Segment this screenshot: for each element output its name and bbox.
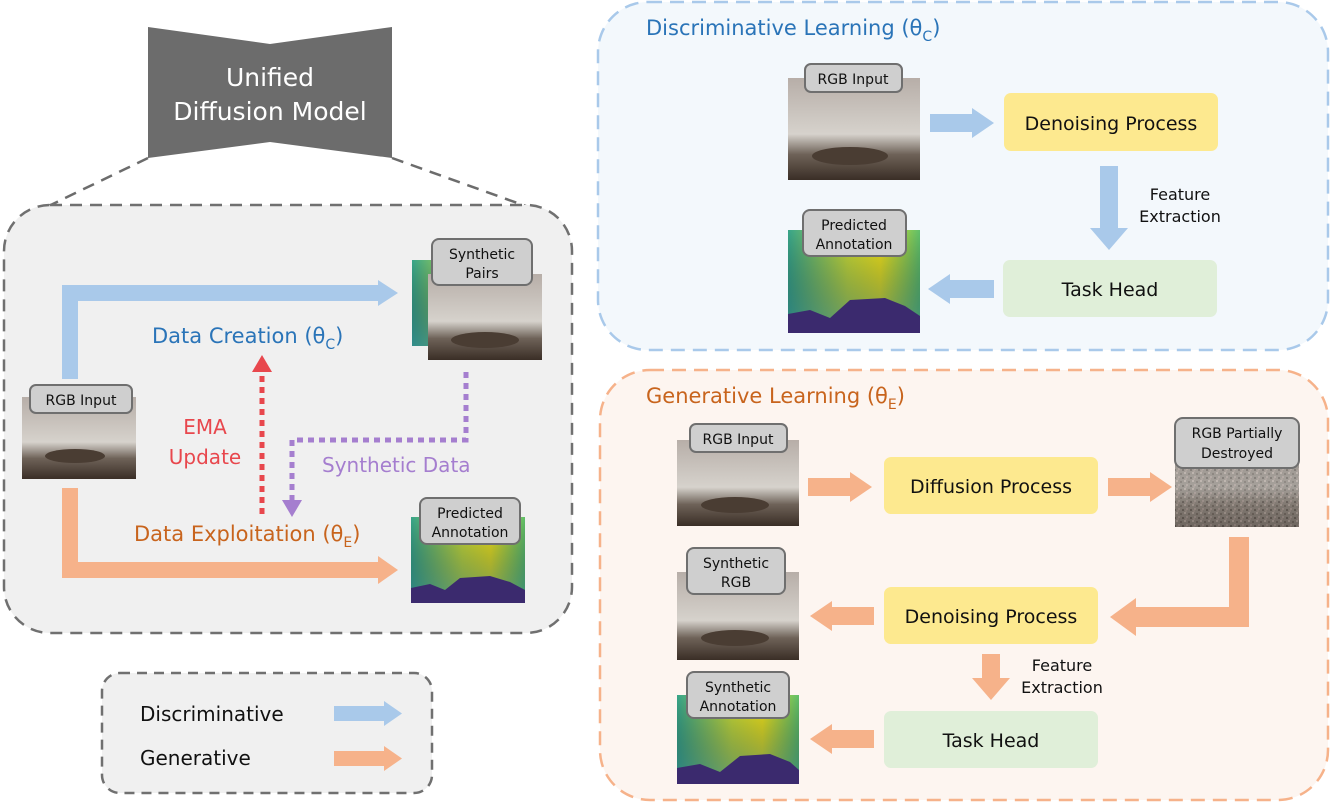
gen-synthetic-annotation-label-1: Synthetic [705,680,771,696]
gen-arrow-to-denoising [1110,537,1249,636]
gen-diffusion-box [884,457,1098,514]
gen-rgb-input-label: RGB Input [703,432,774,448]
data-exploitation-label: Data Exploitation (θE) [134,522,360,551]
gen-arrow-to-partial [1108,472,1172,502]
ema-label-2: Update [169,445,241,469]
model-title-line2: Diffusion Model [173,97,366,126]
legend-generative-label: Generative [140,746,251,770]
gen-rgb-input-image: RGB Input [677,423,799,526]
disc-task-head-box [1003,260,1217,317]
disc-predicted-label-2: Annotation [816,237,893,253]
gen-synthetic-annotation-image: Synthetic Annotation [677,671,799,784]
creation-arrow [62,280,398,379]
left-predicted-annotation-image: Predicted Annotation [411,497,525,603]
left-predicted-label-2: Annotation [432,525,509,541]
gen-arrow-to-diffusion [808,472,872,502]
disc-task-head-label: Task Head [1061,279,1159,301]
data-creation-label: Data Creation (θC) [152,324,343,353]
generative-title: Generative Learning (θE) [646,384,905,413]
gen-partial-label-2: Destroyed [1201,446,1273,462]
ema-update-arrow [252,355,272,514]
zoom-line-right [391,156,549,216]
discriminative-panel: Discriminative Learning (θC) RGB Input D… [596,0,1330,352]
gen-partially-destroyed-image: RGB Partially Destroyed [1174,417,1300,527]
disc-predicted-annotation-image: Predicted Annotation [788,209,920,333]
left-predicted-label-1: Predicted [437,506,503,522]
gen-diffusion-label: Diffusion Process [910,476,1072,498]
disc-arrow-to-prediction [928,274,994,304]
disc-feature-label-1: Feature [1150,185,1210,204]
synthetic-pairs-label-2: Pairs [465,266,498,282]
gen-partial-label-1: RGB Partially [1192,426,1283,442]
gen-task-head-box [884,711,1098,768]
legend: Discriminative Generative [100,671,434,795]
synthetic-pairs-image: Synthetic Pairs [412,238,542,360]
gen-feature-label-1: Feature [1032,656,1092,675]
gen-arrow-to-synthetic-annotation [810,724,874,754]
synthetic-data-label: Synthetic Data [322,453,471,477]
left-rgb-input-image: RGB Input [22,384,136,479]
disc-arrow-feature-extraction [1090,166,1128,250]
disc-denoising-label: Denoising Process [1025,113,1198,135]
disc-predicted-label-1: Predicted [821,218,887,234]
gen-synthetic-annotation-label-2: Annotation [700,699,777,715]
gen-arrow-to-synthetic-rgb [810,601,874,631]
legend-discriminative-swatch [334,701,402,726]
synthetic-data-arrow [282,372,469,517]
gen-task-head-label: Task Head [942,730,1040,752]
gen-synthetic-rgb-label-1: Synthetic [703,556,769,572]
gen-denoising-box [884,587,1098,644]
disc-feature-label-2: Extraction [1139,207,1221,226]
model-title-line1: Unified [226,63,314,92]
legend-discriminative-label: Discriminative [140,702,284,726]
ema-label-1: EMA [183,415,227,439]
left-rgb-input-label: RGB Input [46,393,117,409]
disc-rgb-input-image: RGB Input [788,63,920,180]
synthetic-pairs-label-1: Synthetic [449,247,515,263]
discriminative-title: Discriminative Learning (θC) [646,16,940,45]
gen-synthetic-rgb-image: Synthetic RGB [677,547,799,660]
gen-denoising-label: Denoising Process [905,606,1078,628]
legend-generative-swatch [334,746,402,771]
disc-denoising-box [1004,93,1218,151]
gen-arrow-feature-extraction [972,654,1010,700]
disc-rgb-input-label: RGB Input [818,72,889,88]
disc-arrow-to-denoising [930,108,994,138]
generative-panel: Generative Learning (θE) RGB Input Diffu… [598,368,1330,802]
gen-synthetic-rgb-label-2: RGB [721,575,751,591]
gen-feature-label-2: Extraction [1021,678,1103,697]
model-block: Unified Diffusion Model [31,27,549,216]
exploitation-arrow [62,488,398,584]
left-panel: RGB Input Synthetic Pairs Predicted Anno… [2,203,574,635]
